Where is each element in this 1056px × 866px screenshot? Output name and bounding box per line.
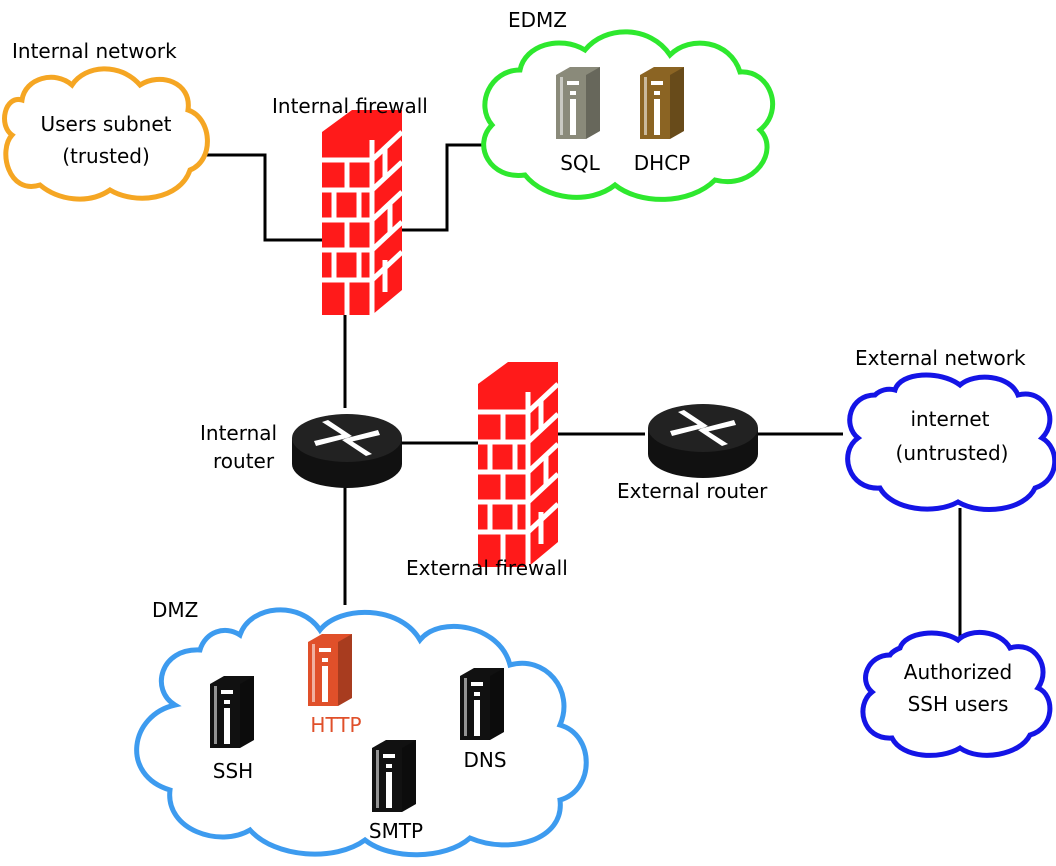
internal-router-label-line1: Internal [200,421,277,445]
dns-label: DNS [463,748,506,772]
internal-firewall-label: Internal firewall [272,94,428,118]
internet-line2: (untrusted) [896,441,1009,465]
internal-router-label-line2: router [213,449,275,473]
ssh-users-line1: Authorized [904,660,1012,684]
smtp-label: SMTP [369,819,423,843]
internal-network-label: Internal network [12,39,177,63]
internal-firewall-icon [322,110,402,315]
link-users-to-internal-firewall [203,153,324,242]
sql-label: SQL [560,151,600,175]
http-label: HTTP [310,713,361,737]
dhcp-label: DHCP [634,151,690,175]
ssh-server-icon [210,676,254,748]
users-subnet-cloud [2,66,210,202]
external-firewall-icon [478,362,558,567]
internet-line1: internet [910,407,989,431]
external-router-icon [648,404,758,478]
edmz-label: EDMZ [508,8,567,32]
links [203,143,962,640]
dns-server-icon [460,668,504,740]
edmz-cloud [481,29,776,202]
external-firewall-label: External firewall [406,556,568,580]
ssh-users-line2: SSH users [908,692,1009,716]
users-subnet-line1: Users subnet [41,112,172,136]
ssh-users-cloud [860,629,1053,758]
smtp-server-icon [372,740,416,812]
sql-server-icon [556,67,600,139]
internal-router-icon [292,414,402,488]
link-internal-firewall-to-edmz [400,143,497,232]
external-router-label: External router [617,479,768,503]
dmz-label: DMZ [152,598,198,622]
internet-cloud [845,372,1056,512]
ssh-label: SSH [213,759,253,783]
users-subnet-line2: (trusted) [62,144,150,168]
external-network-label: External network [855,346,1026,370]
http-server-icon [308,634,352,706]
dhcp-server-icon [640,67,684,139]
internal-router-label: Internal router [200,421,283,473]
